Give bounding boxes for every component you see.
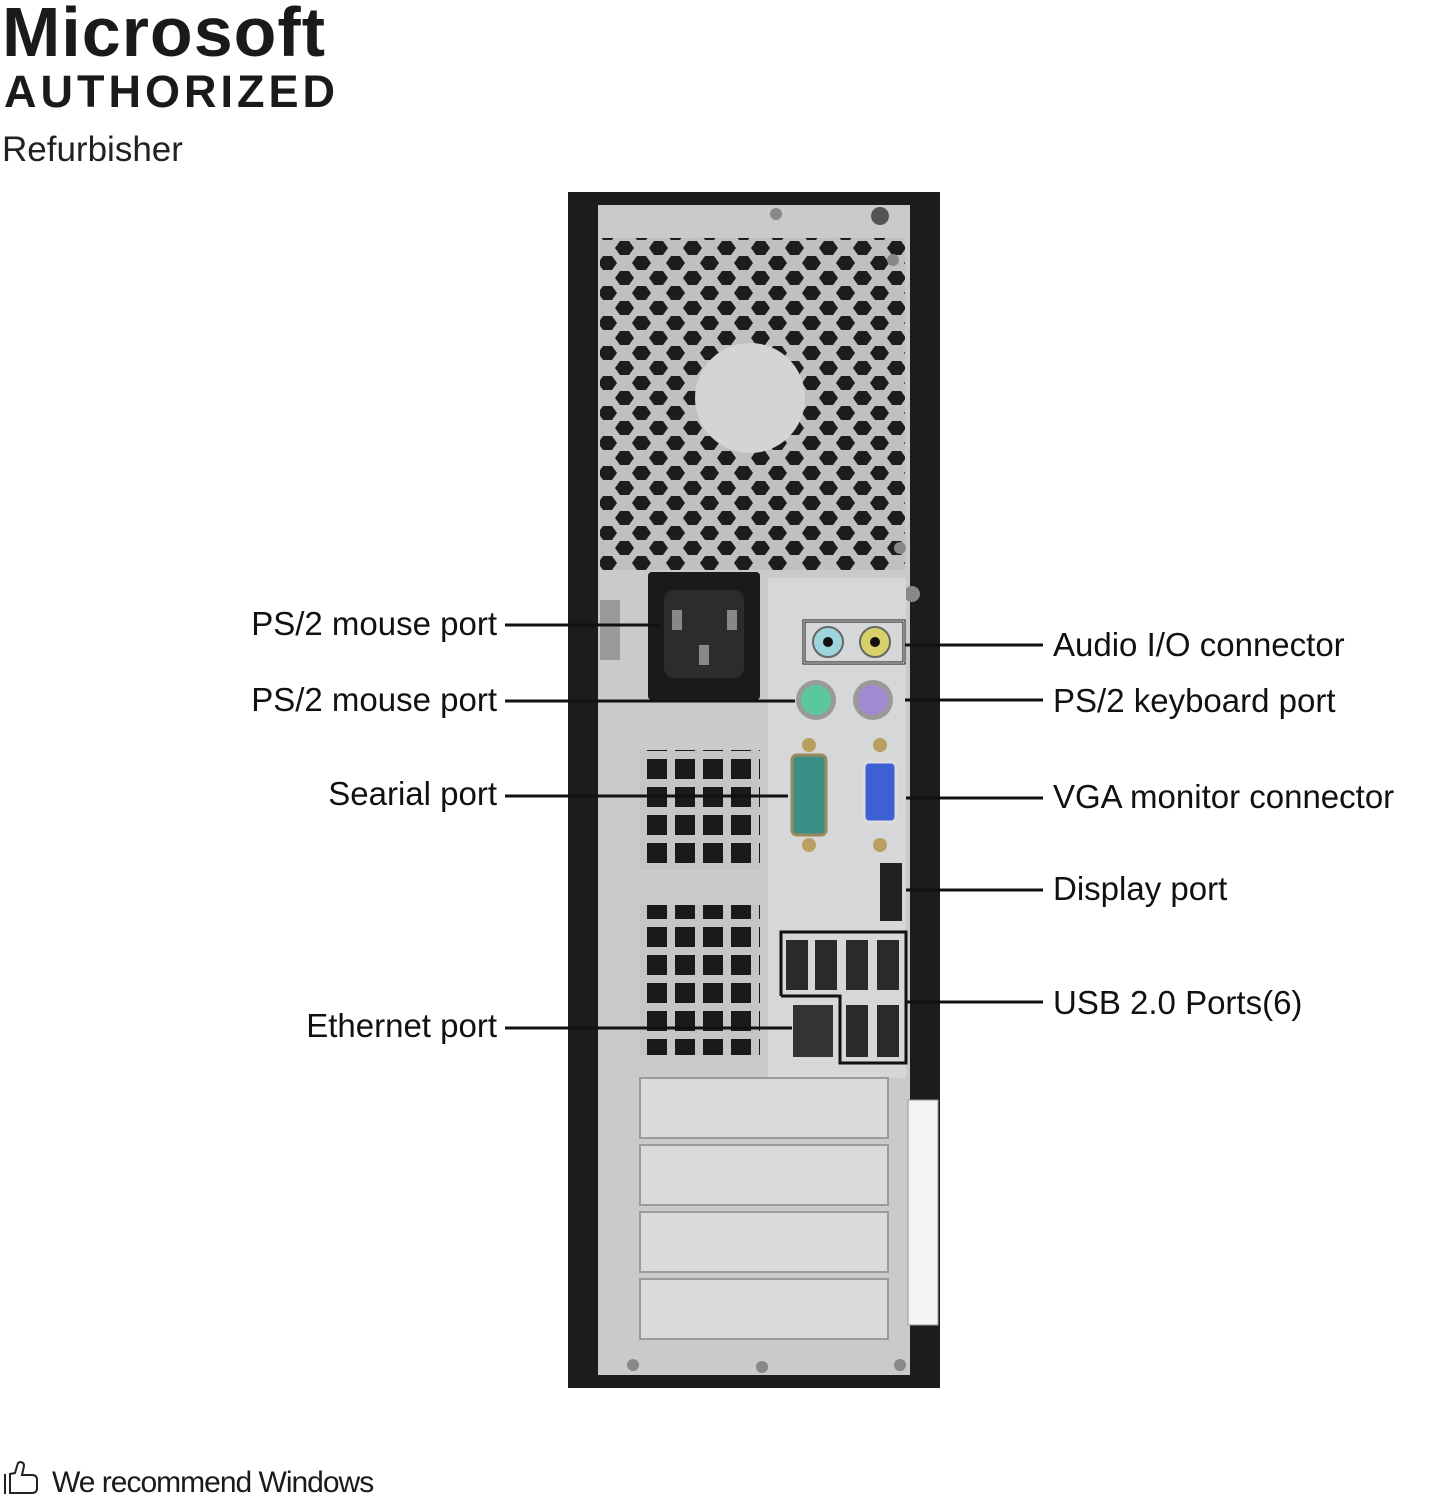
ethernet-port [793,1005,833,1057]
label-display-port: Display port [1053,870,1228,907]
display-port [880,863,902,921]
usb-ports [786,940,899,1057]
label-usb-ports: USB 2.0 Ports(6) [1053,984,1303,1021]
vent-upper [640,750,760,870]
thumbs-up-icon [4,1460,38,1494]
refurbisher-text: Refurbisher [2,130,183,169]
label-ps2-keyboard-port: PS/2 keyboard port [1053,682,1336,719]
label-vga-connector: VGA monitor connector [1053,778,1395,815]
serial-port [790,753,828,837]
recommend-windows-text: We recommend Windows [52,1466,374,1499]
label-ps2-mouse-port-2: PS/2 mouse port [251,681,497,718]
label-serial-port: Searial port [328,775,497,812]
authorized-text: AUTHORIZED [4,66,339,117]
label-ethernet-port: Ethernet port [306,1007,497,1044]
vga-port [862,760,898,824]
label-audio-io: Audio I/O connector [1053,626,1345,663]
leader-lines [505,623,1043,1030]
serial-label-sticker [907,1099,939,1326]
expansion-slots [639,1077,889,1340]
vent-lower [640,905,760,1055]
microsoft-logo-text: Microsoft [2,0,326,71]
label-ps2-mouse-port-1: PS/2 mouse port [251,605,497,642]
fan-hub [695,343,805,453]
